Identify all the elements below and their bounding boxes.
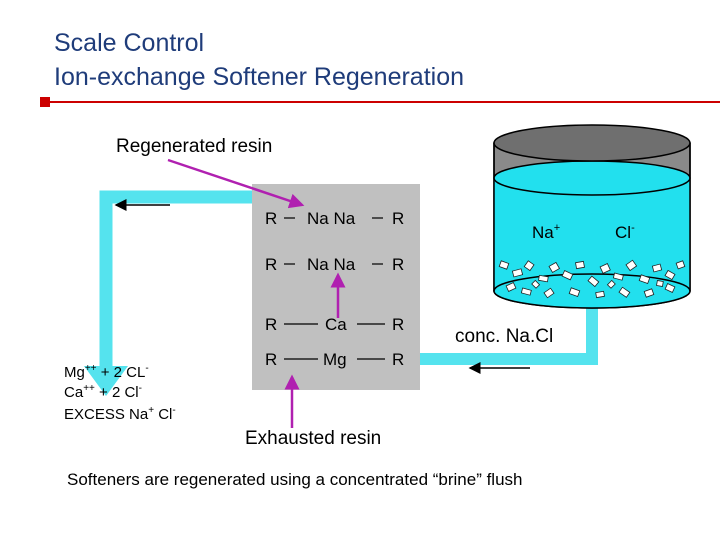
title-line-2: Ion-exchange Softener Regeneration xyxy=(54,63,465,91)
conc-nacl-label: conc. Na.Cl xyxy=(455,326,553,347)
resin-r-label: R xyxy=(265,209,277,228)
brine-tank: Na+ Cl- xyxy=(493,124,691,309)
salt-crystals xyxy=(498,259,686,299)
resin-exchange-site: Mg xyxy=(323,350,347,369)
brine-liquid xyxy=(494,178,690,291)
resin-r-label: R xyxy=(265,315,277,334)
resin-r-label: R xyxy=(392,209,404,228)
resin-exchange-site: Ca xyxy=(325,315,347,334)
resin-r-label: R xyxy=(392,255,404,274)
resin-exchange-site: Na Na xyxy=(307,255,356,274)
outlet-pipe-arrowhead xyxy=(84,366,128,396)
tank-cl-label: Cl- xyxy=(615,222,635,242)
resin-exchange-site: Na Na xyxy=(307,209,356,228)
regenerated-pointer-arrow xyxy=(167,158,305,209)
title-line-1: Scale Control xyxy=(54,29,205,57)
resin-r-label: R xyxy=(392,350,404,369)
exhausted-resin-label: Exhausted resin xyxy=(245,428,381,449)
resin-r-label: R xyxy=(265,255,277,274)
effluent-line-2: Ca++ + 2 Cl- xyxy=(64,383,142,401)
tank-rim xyxy=(493,124,691,162)
resin-r-label: R xyxy=(392,315,404,334)
brine-inlet-pipe xyxy=(420,306,598,365)
effluent-line-3: EXCESS Na+ Cl- xyxy=(64,405,176,423)
resin-r-label: R xyxy=(265,350,277,369)
tank-na-label: Na+ xyxy=(532,222,560,242)
outlet-pipe xyxy=(99,190,252,368)
regenerated-resin-label: Regenerated resin xyxy=(116,136,272,157)
brine-surface xyxy=(493,160,691,196)
title-bullet xyxy=(40,97,50,107)
caption: Softeners are regenerated using a concen… xyxy=(67,470,523,489)
title-underline xyxy=(50,101,720,103)
effluent-line-1: Mg++ + 2 CL- xyxy=(64,363,149,381)
